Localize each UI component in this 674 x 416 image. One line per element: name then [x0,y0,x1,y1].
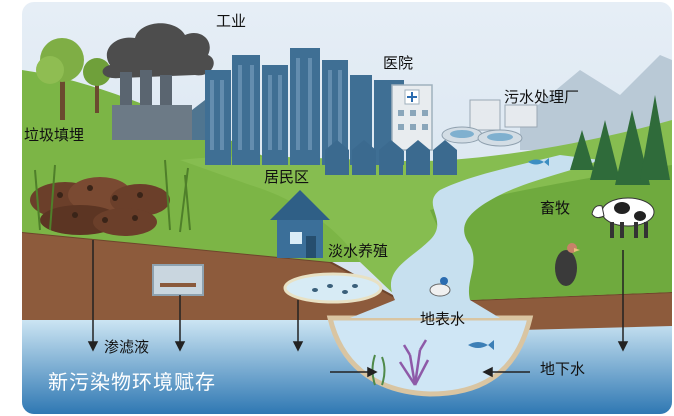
factory-icon [102,23,214,140]
aquaculture-pond [283,272,383,304]
label-wastewater-plant: 污水处理厂 [504,88,580,106]
label-landfill: 垃圾填埋 [24,126,85,144]
label-surface-water: 地表水 [420,310,466,328]
leachate-tank [152,264,204,296]
pine-trees [570,95,670,185]
row-houses [325,140,457,175]
tree-icon [36,38,111,120]
fish-icon [528,158,549,166]
duck-icon [429,277,451,297]
label-groundwater: 地下水 [540,360,586,378]
label-residential: 居民区 [264,168,310,186]
landfill [30,159,191,236]
surface-water-basin [326,315,534,397]
coral-icon [398,339,430,386]
cow-icon [591,197,655,238]
diagram-caption: 新污染物环境赋存 [48,370,216,394]
flow-arrows [87,240,629,378]
label-aquaculture: 淡水养殖 [328,242,389,260]
label-industry: 工业 [216,12,247,30]
vulture-icon [555,243,580,286]
label-leachate: 渗滤液 [104,338,150,356]
hospital-cross-icon [391,84,433,151]
wastewater-plant [441,99,538,147]
label-livestock: 畜牧 [540,199,571,217]
label-hospital: 医院 [383,54,414,72]
house-icon [270,190,330,258]
basin-fish [468,340,494,350]
river [390,155,600,300]
